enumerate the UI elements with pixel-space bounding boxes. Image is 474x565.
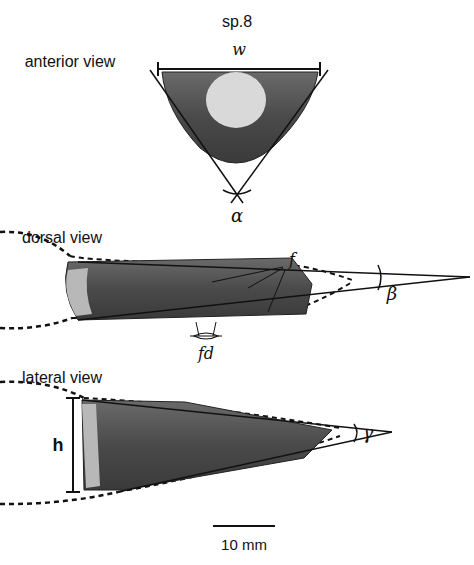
dorsal-view: [0, 232, 470, 339]
scale-label: 10 mm: [221, 537, 267, 554]
view-title: dorsal view: [22, 229, 102, 247]
angle-label: β: [387, 284, 397, 304]
dimension-label: fd: [198, 345, 214, 363]
scale-bar: [213, 525, 275, 527]
anterior-view: [150, 62, 328, 203]
view-title: anterior view: [25, 53, 116, 71]
view-title: lateral view: [22, 369, 102, 387]
dimension-label: h: [53, 436, 64, 456]
angle-label: α: [231, 206, 243, 226]
lateral-view: [0, 382, 392, 504]
callout-label: f: [289, 251, 295, 269]
specimen-number: sp.8: [222, 13, 252, 31]
angle-label: γ: [363, 423, 374, 443]
dimension-label: w: [232, 41, 246, 59]
